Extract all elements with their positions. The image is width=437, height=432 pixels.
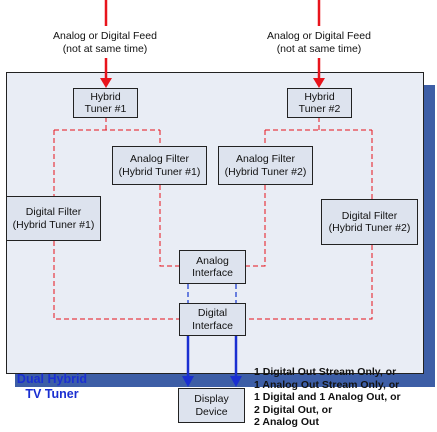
display-device: Display Device [178, 388, 245, 423]
digital-filter-1-line1: Digital Filter [25, 206, 82, 218]
analog-interface: Analog Interface [179, 250, 246, 284]
feed-label-right: Analog or Digital Feed (not at same time… [254, 30, 384, 55]
digital-filter-1-line2: (Hybrid Tuner #1) [12, 218, 95, 231]
feed-label-left-line2: (not at same time) [62, 42, 148, 55]
analog-filter-2: Analog Filter (Hybrid Tuner #2) [218, 146, 313, 185]
digital-interface: Digital Interface [179, 303, 246, 336]
output-option: 1 Analog Out Stream Only, or [254, 378, 400, 391]
digital-filter-2-line1: Digital Filter [341, 209, 398, 222]
display-device-line2: Device [195, 405, 228, 418]
analog-interface-line2: Interface [192, 267, 233, 279]
digital-filter-2-line2: (Hybrid Tuner #2) [328, 222, 411, 234]
digital-interface-line1: Digital [197, 307, 228, 319]
hybrid-tuner-1: Hybrid Tuner #1 [73, 88, 138, 118]
analog-filter-1-line2: (Hybrid Tuner #1) [118, 165, 201, 178]
analog-filter-1-line1: Analog Filter [130, 153, 189, 165]
feed-label-left: Analog or Digital Feed (not at same time… [40, 30, 170, 55]
analog-interface-line1: Analog [196, 254, 229, 267]
digital-filter-1: Digital Filter (Hybrid Tuner #1) [6, 196, 101, 241]
analog-filter-1: Analog Filter (Hybrid Tuner #1) [112, 146, 207, 185]
analog-filter-2-line2: (Hybrid Tuner #2) [224, 165, 307, 178]
hybrid-tuner-2: Hybrid Tuner #2 [287, 88, 352, 118]
display-device-line1: Display [194, 393, 229, 405]
diagram-title: Dual Hybrid TV Tuner [2, 372, 102, 402]
output-options-list: 1 Digital Out Stream Only, or 1 Analog O… [254, 366, 401, 429]
output-option: 2 Digital Out, or [254, 403, 333, 416]
hybrid-tuner-2-line2: Tuner #2 [298, 103, 341, 115]
diagram-title-line2: TV Tuner [25, 387, 79, 401]
feed-label-left-line1: Analog or Digital Feed [53, 30, 157, 42]
feed-label-right-line1: Analog or Digital Feed [267, 30, 371, 42]
hybrid-tuner-2-line1: Hybrid [304, 90, 335, 103]
digital-filter-2: Digital Filter (Hybrid Tuner #2) [321, 199, 418, 245]
output-option: 2 Analog Out [254, 416, 319, 428]
hybrid-tuner-1-line1: Hybrid [90, 90, 121, 103]
diagram-title-line1: Dual Hybrid [16, 372, 88, 386]
output-option: 1 Digital and 1 Analog Out, or [254, 391, 401, 403]
hybrid-tuner-1-line2: Tuner #1 [84, 103, 127, 115]
feed-label-right-line2: (not at same time) [276, 42, 362, 55]
output-option: 1 Digital Out Stream Only, or [254, 366, 397, 378]
analog-filter-2-line1: Analog Filter [236, 153, 295, 165]
digital-interface-line2: Interface [192, 319, 233, 332]
